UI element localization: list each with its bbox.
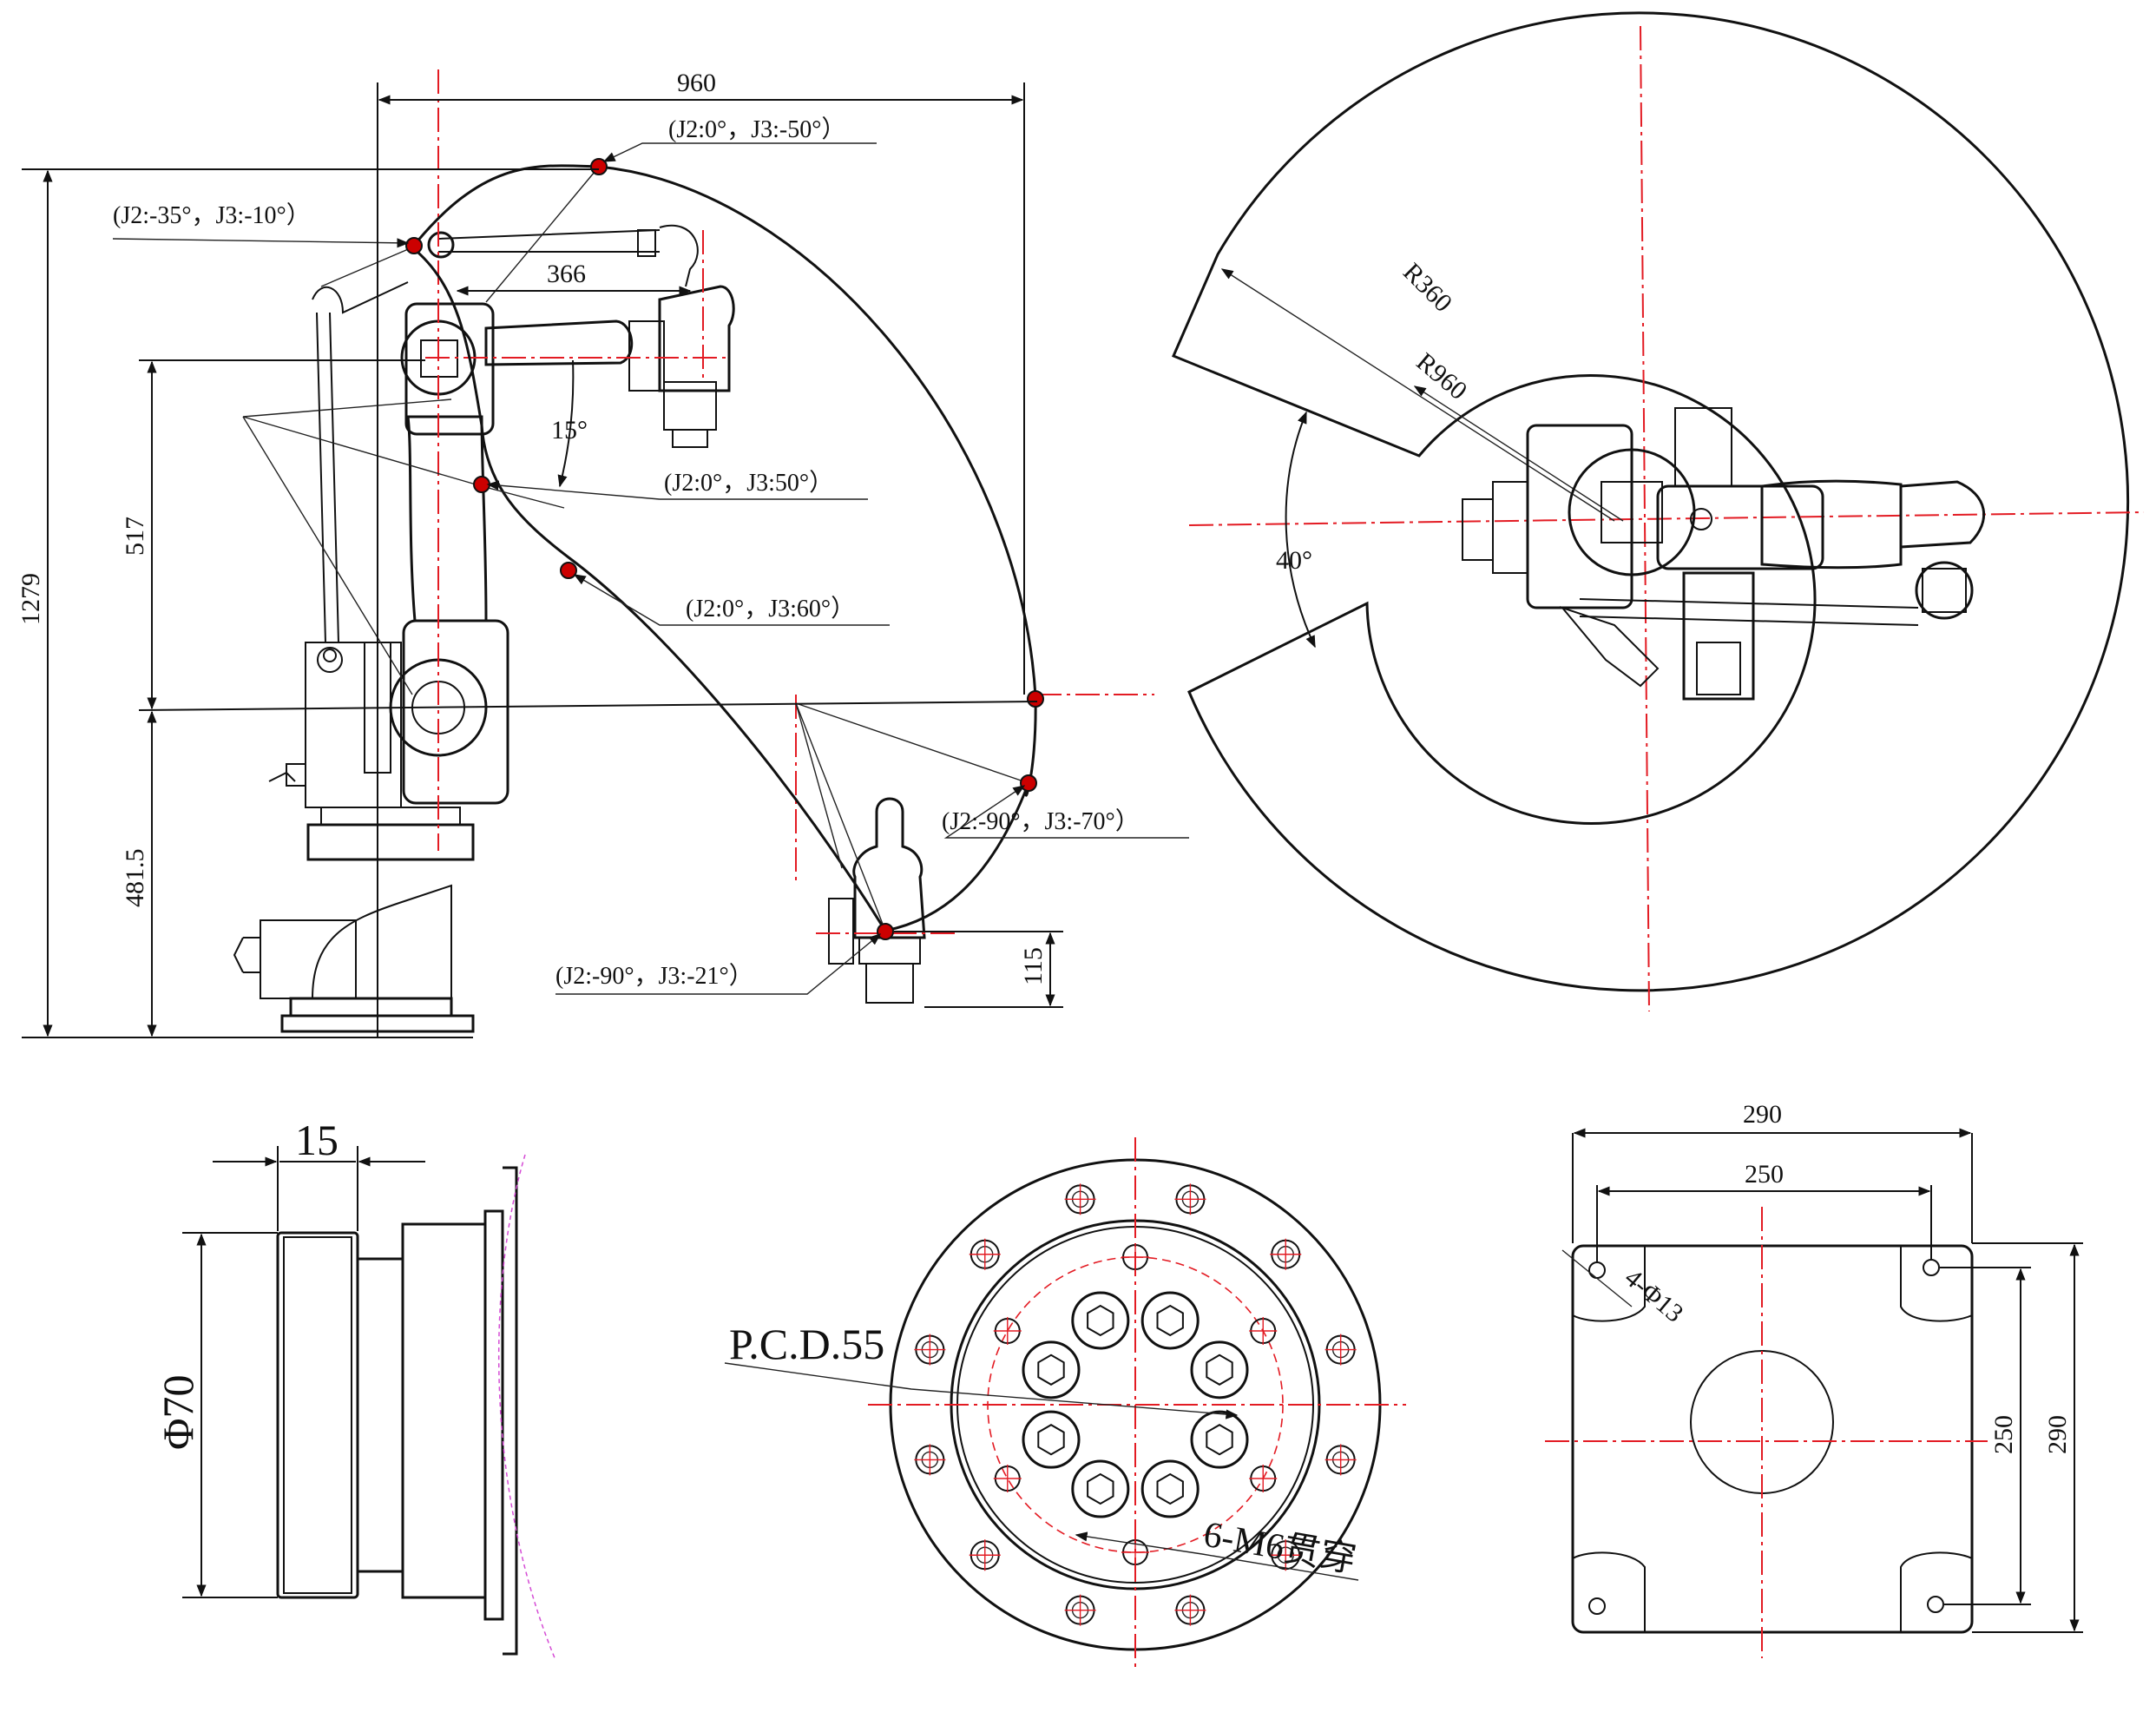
outer-bolt-hole xyxy=(1270,1238,1302,1270)
point-j2-m35-j3-m10 xyxy=(405,237,423,254)
dim-base-height: 481.5 xyxy=(121,849,149,908)
point-j2-m90-j3-m70 xyxy=(1020,774,1037,792)
label-pos-6: (J2:-90°，J3:-21°） xyxy=(555,962,753,990)
workspace-top-view: R360 R960 40° xyxy=(1172,11,2145,1012)
dim-base-hole-pitch-x: 250 xyxy=(1745,1160,1784,1189)
dim-base-outer-height: 290 xyxy=(2043,1415,2072,1454)
pcd-hole xyxy=(993,1317,1022,1345)
hex-screw xyxy=(1140,1291,1200,1350)
outer-bolt-hole xyxy=(969,1539,1001,1571)
point-j2-0-j3-50 xyxy=(473,476,490,493)
outer-bolt-hole xyxy=(969,1238,1001,1270)
hex-screws xyxy=(1022,1291,1249,1518)
label-pos-4: (J2:0°，J3:60°） xyxy=(686,595,855,622)
label-pos-2: (J2:-35°，J3:-10°） xyxy=(113,201,311,229)
pcd-hole xyxy=(1249,1317,1278,1345)
dim-flange-thickness: 15 xyxy=(295,1116,339,1164)
dim-flange-drop: 115 xyxy=(1019,947,1048,985)
top-axis-vertical xyxy=(1640,25,1650,1012)
point-j2-0-j3-60 xyxy=(560,562,577,579)
flange-side-view: 15 Φ70 xyxy=(154,1116,556,1661)
hex-screw xyxy=(1071,1291,1130,1350)
pcd-hole xyxy=(1121,1538,1149,1566)
point-reach-max xyxy=(1027,690,1044,708)
hex-screw xyxy=(1022,1340,1081,1400)
dim-flange-diameter: Φ70 xyxy=(154,1374,202,1450)
label-pos-3: (J2:0°，J3:50°） xyxy=(664,469,833,497)
dim-opening-angle: 40° xyxy=(1276,546,1312,575)
workspace-envelope xyxy=(410,164,1037,932)
construction-lines xyxy=(242,166,1029,932)
label-base-holes: 4-Φ13 xyxy=(1620,1263,1689,1328)
flange-front-view: P.C.D.55 6-M6贯穿 xyxy=(724,1137,1406,1671)
pcd-hole xyxy=(1249,1465,1278,1492)
dim-reach: 960 xyxy=(677,69,716,97)
label-pos-5: (J2:-90°，J3:-70°） xyxy=(942,807,1140,835)
pcd-hole xyxy=(1121,1243,1149,1271)
dim-height-total: 1279 xyxy=(16,573,45,625)
robot-top-body xyxy=(1462,407,1985,701)
top-axis-horizontal xyxy=(1188,511,2145,526)
robot-side-body xyxy=(233,224,926,1033)
pcd-holes xyxy=(993,1243,1278,1566)
workspace-side-view: (J2:0°，J3:-50°） (J2:-35°，J3:-10°） (J2:0°… xyxy=(16,69,1189,1038)
label-pcd: P.C.D.55 xyxy=(729,1320,884,1368)
leader-lines xyxy=(112,142,1189,995)
workspace-ring xyxy=(1172,11,2130,992)
point-j2-m90-j3-m21 xyxy=(877,923,894,940)
hex-screw xyxy=(1022,1410,1081,1469)
dim-base-outer-width: 290 xyxy=(1743,1100,1782,1129)
hex-screw xyxy=(1071,1459,1130,1518)
point-j2-0-j3-m50 xyxy=(590,158,608,175)
label-m6-holes: 6-M6贯穿 xyxy=(1200,1514,1359,1581)
outer-bolt-hole xyxy=(1064,1594,1096,1626)
outer-bolt-hole xyxy=(1064,1183,1096,1215)
dim-tilt-angle: 15° xyxy=(551,416,588,445)
outer-bolt-hole xyxy=(1324,1444,1357,1476)
label-pos-1: (J2:0°，J3:-50°） xyxy=(668,115,845,143)
hex-screw xyxy=(1190,1340,1249,1400)
hex-screw xyxy=(1140,1459,1200,1518)
outer-bolt-holes xyxy=(914,1183,1357,1626)
outer-bolt-hole xyxy=(1174,1183,1206,1215)
pcd-hole xyxy=(993,1465,1022,1492)
outer-bolt-hole xyxy=(914,1444,946,1476)
base-plate-view: 290 250 250 290 4-Φ13 xyxy=(1545,1100,2083,1658)
outer-bolt-hole xyxy=(1324,1334,1357,1366)
outer-bolt-hole xyxy=(1174,1594,1206,1626)
dim-arm-offset: 366 xyxy=(547,260,586,288)
hex-screw xyxy=(1190,1410,1249,1469)
dim-upper: 517 xyxy=(121,517,149,556)
dim-inner-radius: R360 xyxy=(1397,258,1457,318)
outer-bolt-hole xyxy=(1270,1539,1302,1571)
dim-base-hole-pitch-y: 250 xyxy=(1989,1415,2018,1454)
outer-bolt-hole xyxy=(914,1334,946,1366)
